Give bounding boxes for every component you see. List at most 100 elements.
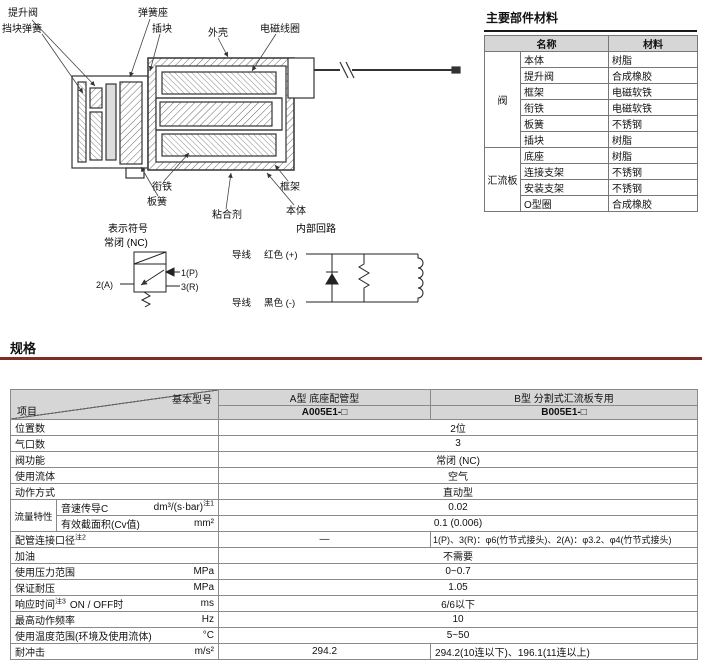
spec-value-cell: 常闭 (NC)	[218, 451, 699, 468]
label-lift-valve: 提升阀	[8, 6, 38, 19]
symbol-port-r: 3(R)	[181, 282, 199, 292]
spec-row-oil: 加油 不需要	[9, 547, 699, 564]
materials-section: 主要部件材料 名称 材料 阀 本体 树脂 提升阀 合成橡胶 框架 电磁软铁 衔铁	[484, 8, 698, 212]
spec-row-piping: 配管连接口径注2 — 1(P)、3(R)：φ6(竹节式接头)、2(A)：φ3.2…	[9, 531, 699, 548]
corner-top-label: 基本型号	[172, 395, 213, 406]
symbol-port-a: 2(A)	[96, 280, 113, 290]
spec-value-cell: 不需要	[218, 547, 699, 564]
corner-bottom-label: 项目	[17, 407, 37, 418]
spec-value-cell: 2位	[218, 419, 699, 436]
spec-header-row-2: A005E1-□ B005E1-□	[11, 405, 699, 420]
spec-label: 响应时间	[15, 600, 55, 611]
spec-label-cell: 位置数	[9, 419, 220, 436]
spring-symbol	[140, 291, 152, 308]
note-ref: 注1	[203, 500, 215, 508]
spec-label-cell: 耐冲击 m/s²	[9, 643, 220, 660]
materials-group-valve: 阀	[484, 51, 521, 148]
valve-box-symbol	[133, 263, 167, 293]
materials-group-manifold: 汇流板	[484, 147, 521, 212]
symbol-port-p: 1(P)	[181, 268, 198, 278]
label-leaf-spring: 板簧	[147, 195, 167, 208]
spec-value-a-cell: 294.2	[218, 643, 432, 660]
circuit-lead-top-color: 红色 (+)	[264, 249, 298, 261]
coil-upper	[161, 71, 277, 95]
spec-label: 阀功能	[15, 456, 45, 467]
spec-label: 使用温度范围(环境及使用流体)	[15, 632, 152, 643]
spec-label-cell: 使用流体	[9, 467, 220, 484]
spec-label-cell: 使用温度范围(环境及使用流体) °C	[9, 627, 220, 644]
material-name-cell: 插块	[520, 131, 609, 148]
material-value-cell: 不锈钢	[608, 115, 698, 132]
spec-label-cell: 动作方式	[9, 483, 220, 500]
label-adhesive: 粘合剂	[212, 208, 242, 221]
label-body: 本体	[286, 204, 306, 217]
spec-label: 动作方式	[15, 488, 55, 499]
spec-label-cell: 最高动作频率 Hz	[9, 611, 220, 628]
material-name-cell: 提升阀	[520, 67, 609, 84]
spec-value-cell: 3	[218, 435, 699, 452]
spec-value-cell: 6/6以下	[218, 595, 699, 612]
material-name-cell: 衔铁	[520, 99, 609, 116]
spec-label-cell: 阀功能	[9, 451, 220, 468]
spec-model-a: A005E1-□	[218, 405, 432, 420]
label-insert-block: 插块	[152, 22, 172, 35]
spec-row-proof-pressure: 保证耐压 MPa 1.05	[9, 579, 699, 596]
spec-unit: mm²	[194, 518, 215, 529]
armature-core	[159, 101, 273, 127]
connector-block	[287, 57, 315, 99]
spec-unit: °C	[202, 630, 215, 641]
spec-label-cell: 加油	[9, 547, 220, 564]
table-row: 汇流板 底座 树脂	[484, 147, 698, 212]
diagram-part-labels: 提升阀 弹簧座 挡块弹簧 插块 外壳 电磁线圈 衔铁 板簧 粘合剂 框架 本体	[2, 6, 306, 221]
table-row: 连接支架 不锈钢	[485, 163, 698, 180]
label-frame: 框架	[280, 180, 300, 193]
spec-row-effective-area: 有效截面积(Cv值) mm² 0.1 (0.006)	[11, 515, 699, 532]
valve-body-drawing	[71, 57, 461, 179]
spec-label-cell: 保证耐压 MPa	[9, 579, 220, 596]
resistor-symbol	[358, 254, 370, 302]
spec-value-a-cell: —	[218, 531, 432, 548]
spec-value-cell: 直动型	[218, 483, 699, 500]
spec-value-cell: 0.1 (0.006)	[218, 515, 699, 532]
spec-label: 配管连接口径	[15, 536, 75, 547]
note-ref: 注2	[75, 534, 86, 542]
datasheet-page: { "accent_rule_color": "#7d2f25", "diagr…	[0, 6, 702, 660]
spec-label-cell: 气口数	[9, 435, 220, 452]
material-name-cell: 底座	[520, 147, 609, 164]
spec-header-row-1: 基本型号 项目 A型 底座配管型 B型 分割式汇流板专用	[9, 389, 699, 420]
material-value-cell: 树脂	[608, 131, 698, 148]
diode-symbol	[325, 273, 339, 285]
coil-symbol	[417, 254, 424, 302]
spec-label: 耐冲击	[15, 648, 45, 659]
spec-label: 音速传导C	[61, 504, 109, 515]
symbol-subtitle: 常闭 (NC)	[104, 236, 148, 249]
spec-label: 使用压力范围	[15, 568, 75, 579]
circuit-title: 内部回路	[296, 222, 336, 235]
spec-row-sonic: 流量特性 音速传导C dm³/(s·bar)注1 0.02	[10, 499, 699, 532]
material-value-cell: 电磁软铁	[608, 99, 698, 116]
spec-label-2: ON / OFF时	[69, 600, 124, 611]
spec-unit: ms	[200, 598, 215, 609]
spec-label: 位置数	[15, 424, 45, 435]
material-value-cell: 电磁软铁	[608, 83, 698, 100]
spec-row-frequency: 最高动作频率 Hz 10	[9, 611, 699, 628]
materials-header-material: 材料	[608, 35, 698, 52]
spec-row-actuation: 动作方式 直动型	[9, 483, 699, 500]
spec-label-cell: 使用压力范围 MPa	[9, 563, 220, 580]
label-housing: 外壳	[208, 26, 228, 39]
spec-label-cell: 配管连接口径注2	[9, 531, 220, 548]
spec-section-title: 规格	[10, 341, 37, 356]
spec-value-cell: 5~50	[218, 627, 699, 644]
spec-row-function: 阀功能 常闭 (NC)	[9, 451, 699, 468]
internal-circuit: 内部回路 导线 红色 (+) 导线 黑色 (-)	[232, 222, 424, 309]
spec-col-b-header: B型 分割式汇流板专用	[430, 389, 699, 406]
spec-unit: Hz	[201, 614, 215, 625]
material-value-cell: 树脂	[608, 51, 698, 68]
spec-row-positions: 位置数 2位	[9, 419, 699, 436]
pneumatic-symbol: 表示符号 常闭 (NC) 2(A) 1(P) 3(R)	[96, 222, 199, 308]
symbol-title: 表示符号	[108, 222, 148, 235]
spec-label-cell: 有效截面积(Cv值) mm²	[55, 515, 220, 532]
spec-flow-group-label: 流量特性	[10, 499, 57, 532]
circuit-lead-top-label: 导线	[232, 249, 252, 261]
